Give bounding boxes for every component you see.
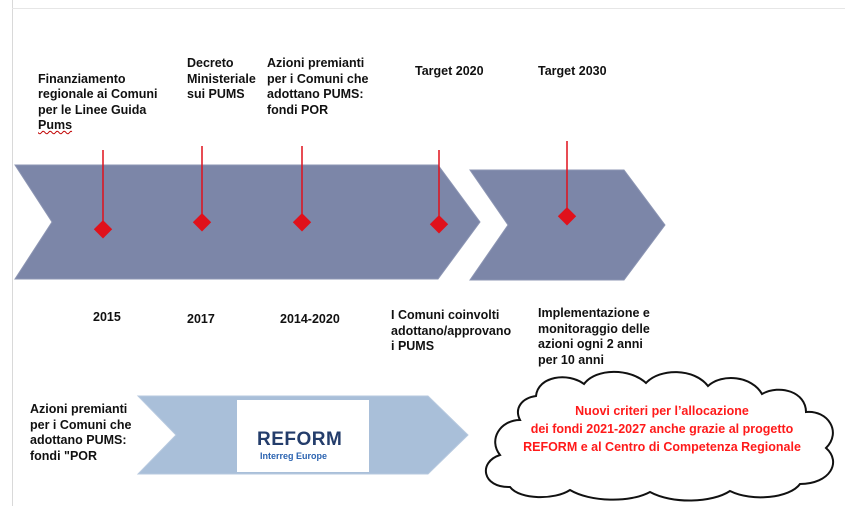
reform-logo-name: REFORM	[257, 429, 343, 450]
left-rule	[12, 0, 13, 506]
milestone-markers	[93, 207, 577, 239]
label-2015-top: Finanziamento regionale ai Comuni per le…	[38, 56, 157, 134]
label-2014-2020-top: Azioni premianti per i Comuni che adotta…	[267, 56, 369, 117]
marker-target-2020	[429, 215, 449, 234]
cloud-shape	[484, 370, 835, 502]
milestone-stems	[102, 141, 568, 228]
cloud-text: Nuovi criteri per l’allocazione dei fond…	[523, 404, 801, 454]
note-target-2020: I Comuni coinvolti adottano/approvano i …	[391, 308, 512, 353]
year-2015: 2015	[93, 310, 121, 324]
label-target-2020: Target 2020	[415, 64, 484, 78]
marker-2017	[192, 213, 212, 232]
marker-2014-2020	[292, 213, 312, 232]
reform-logo-subtitle: Interreg Europe	[260, 451, 328, 461]
timeline-arrow-second	[469, 169, 666, 281]
reform-logo: REFORM Interreg Europe	[237, 400, 369, 472]
year-2014-2020: 2014-2020	[280, 312, 340, 326]
label-2015-last-word: Pums	[38, 118, 73, 132]
note-target-2030: Implementazione e monitoraggio delle azi…	[538, 306, 650, 367]
bottom-left-label: Azioni premianti per i Comuni che adotta…	[30, 402, 132, 463]
year-2017: 2017	[187, 312, 215, 326]
label-2017-top: Decreto Ministeriale sui PUMS	[187, 56, 256, 101]
timeline-arrow-main	[14, 164, 481, 280]
marker-2015	[93, 220, 113, 239]
top-rule	[12, 8, 845, 9]
label-2015-text: Finanziamento regionale ai Comuni per le…	[38, 71, 158, 133]
label-target-2030: Target 2030	[538, 64, 607, 78]
marker-target-2030	[557, 207, 577, 226]
